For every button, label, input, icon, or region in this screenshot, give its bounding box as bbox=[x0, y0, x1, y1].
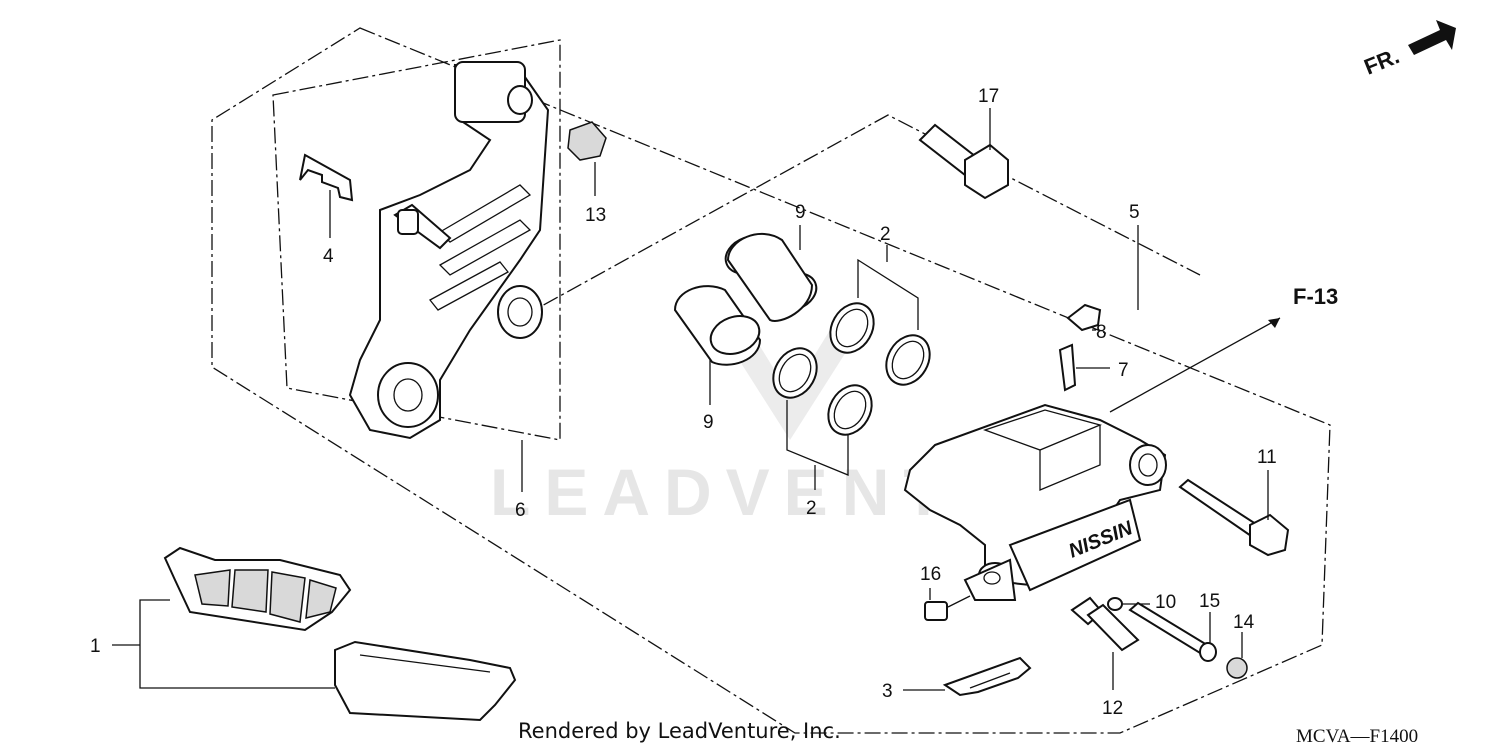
callout-10: 10 bbox=[1155, 592, 1176, 613]
reference-arrow-head bbox=[1268, 318, 1280, 328]
callout-9-lower: 9 bbox=[703, 412, 714, 433]
callout-6: 6 bbox=[515, 500, 526, 521]
front-direction-label: FR. bbox=[1361, 43, 1403, 79]
brake-pad-lower bbox=[334, 640, 517, 722]
callout-4: 4 bbox=[323, 246, 334, 267]
caliper-bracket bbox=[348, 61, 550, 440]
o-ring-10 bbox=[1107, 597, 1123, 611]
callout-8: 8 bbox=[1096, 322, 1107, 343]
bleeder-valve-7 bbox=[1058, 343, 1110, 392]
alignment-line bbox=[519, 114, 1201, 319]
mounting-bolt-17 bbox=[918, 123, 1009, 200]
callout-3: 3 bbox=[882, 681, 893, 702]
callout-7: 7 bbox=[1118, 360, 1129, 381]
callout-2-upper: 2 bbox=[880, 224, 891, 245]
piston-seals bbox=[772, 302, 931, 436]
piston-lower bbox=[673, 285, 762, 366]
callout-1: 1 bbox=[90, 636, 101, 657]
callout-12: 12 bbox=[1102, 698, 1123, 719]
callout-2-lower: 2 bbox=[806, 498, 817, 519]
callout-5: 5 bbox=[1129, 202, 1140, 223]
callout-15: 15 bbox=[1199, 591, 1220, 612]
pin-bolt-11 bbox=[1178, 478, 1290, 557]
bracket-group-outline bbox=[272, 39, 561, 441]
front-direction-arrow bbox=[1408, 20, 1456, 55]
watermark-logo bbox=[720, 330, 860, 440]
pad-spring-4 bbox=[299, 153, 354, 238]
callout-14: 14 bbox=[1233, 612, 1255, 633]
callout-13: 13 bbox=[585, 205, 606, 226]
brake-pad-upper bbox=[163, 546, 352, 632]
caliper-body bbox=[903, 403, 1167, 601]
bleeder-cap-8 bbox=[1066, 303, 1102, 332]
pad-spring-3 bbox=[942, 656, 1032, 697]
cap-14 bbox=[1226, 657, 1248, 679]
bolt-12 bbox=[1070, 596, 1140, 652]
callout-11: 11 bbox=[1257, 447, 1277, 468]
diagram-code: MCVA—F1400 bbox=[1296, 726, 1418, 747]
piston-upper bbox=[724, 232, 818, 322]
callout-17: 17 bbox=[978, 86, 999, 107]
pad-pin-15 bbox=[1128, 601, 1217, 662]
assembly-outline bbox=[211, 27, 1331, 734]
bleeder-cap-13 bbox=[567, 121, 607, 196]
reference-arrow-line bbox=[1109, 317, 1281, 413]
callout-16: 16 bbox=[920, 564, 941, 585]
reference-label: F-13 bbox=[1293, 284, 1338, 309]
footer-credit: Rendered by LeadVenture, Inc. bbox=[518, 719, 841, 743]
callout-9-upper: 9 bbox=[795, 202, 806, 223]
cap-16 bbox=[924, 588, 971, 621]
